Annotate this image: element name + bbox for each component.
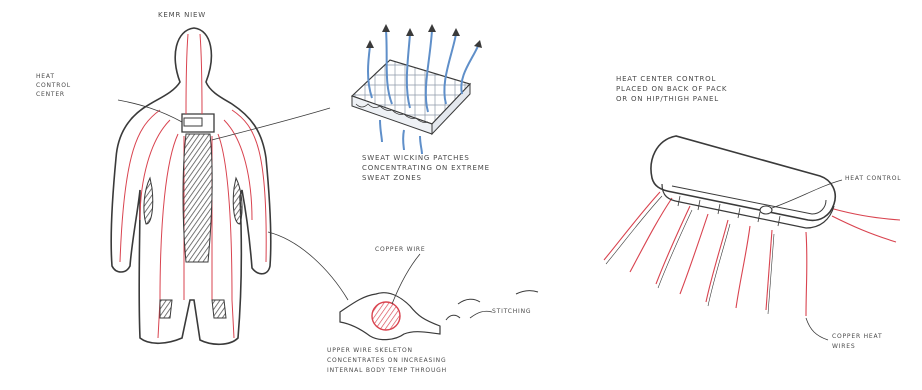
copper-wire-detail xyxy=(340,254,538,340)
label-sweat-patches: Sweat wicking patches concentrating on e… xyxy=(362,153,490,183)
label-stitching: Stitching xyxy=(492,307,531,317)
label-heat-control-center: Heat control center xyxy=(36,72,71,99)
label-copper-wire-skeleton: Upper wire skeleton concentrates on incr… xyxy=(327,346,447,376)
right-knee-patch xyxy=(212,300,226,318)
copper-wire-core xyxy=(372,302,400,330)
spine-sweat-patch xyxy=(183,134,212,262)
left-knee-patch xyxy=(160,300,172,318)
sweat-patch-diagram xyxy=(352,24,482,154)
arrow-heads xyxy=(366,24,482,48)
heat-control-unit xyxy=(604,136,900,340)
right-arm-sweat-patch xyxy=(233,178,242,224)
label-copper-wire: Copper wire xyxy=(375,245,425,255)
label-back-view: Kemr niew xyxy=(158,10,206,20)
unit-body xyxy=(651,136,835,220)
unit-heat-wires xyxy=(604,192,900,316)
label-copper-heat-wires: Copper heat wires xyxy=(832,332,882,352)
wire-shadows xyxy=(606,196,774,314)
suit-figure xyxy=(111,28,348,344)
control-knob xyxy=(760,206,772,214)
left-arm-sweat-patch xyxy=(144,178,153,224)
label-heat-center-control: Heat center control placed on back of pa… xyxy=(616,74,727,104)
label-heat-control: Heat control xyxy=(845,174,901,184)
back-control-box xyxy=(184,118,202,126)
